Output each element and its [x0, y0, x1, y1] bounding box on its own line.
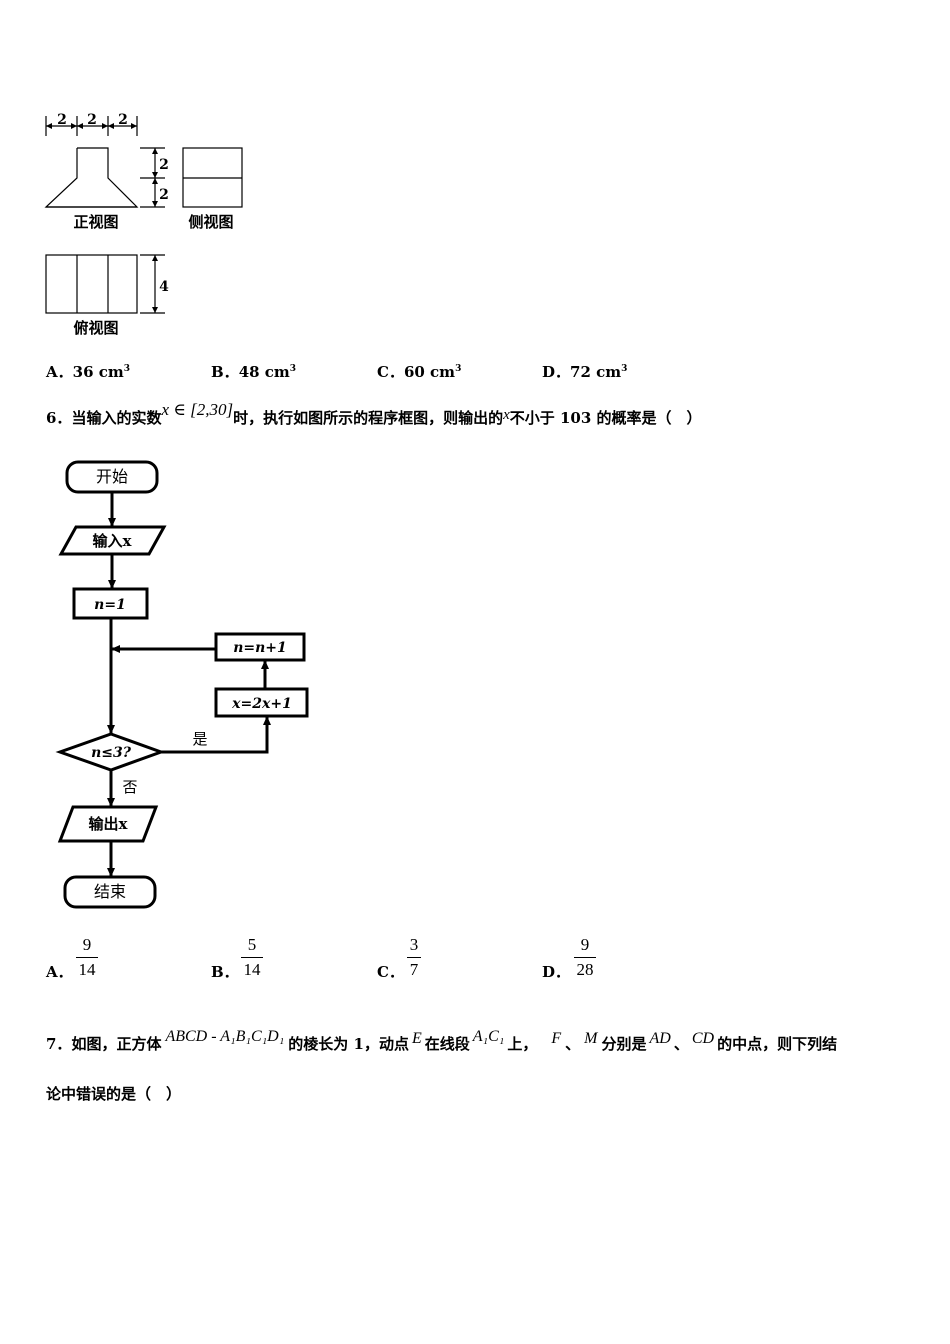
flow-output-label: 输出x	[89, 815, 129, 833]
q5-option-a: A．36 cm3	[46, 361, 130, 382]
flow-input-box	[58, 525, 167, 556]
denominator: 14	[243, 960, 261, 979]
denominator: 28	[576, 960, 594, 979]
option-value: 48 cm	[238, 363, 290, 381]
stem-text: 上，	[507, 1035, 538, 1053]
math-segment: A₁C₁	[472, 1028, 505, 1045]
flow-yes-label: 是	[192, 730, 207, 748]
dim-top-2: 2	[87, 112, 97, 128]
question-number: 6．	[46, 409, 72, 427]
q5-option-d: D．72 cm3	[542, 361, 627, 382]
numerator: 5	[247, 935, 257, 954]
q6-option-a-letter: A．	[46, 963, 73, 981]
flow-end-label: 结束	[94, 882, 126, 901]
option-value: 72 cm	[570, 363, 622, 381]
option-letter: A．	[46, 363, 73, 381]
separator: 、	[673, 1035, 689, 1053]
numerator: 9	[82, 935, 92, 954]
stem-text: 的中点，则下列结	[717, 1035, 838, 1053]
option-exponent: 3	[455, 364, 462, 374]
separator: 、	[565, 1035, 581, 1053]
math-f: F	[551, 1030, 562, 1047]
dim-top-view: 4	[159, 279, 169, 295]
option-exponent: 3	[621, 364, 628, 374]
stem-text: 时，执行如图所示的程序框图，则输出的	[233, 409, 504, 427]
flow-no-label: 否	[122, 778, 137, 796]
math-m: M	[584, 1030, 598, 1047]
flow-update-label: x=2x+1	[231, 696, 292, 712]
option-exponent: 3	[123, 364, 131, 374]
dim-front-2: 2	[159, 187, 169, 203]
top-view-label: 俯视图	[73, 319, 118, 337]
flow-init-label: n=1	[94, 597, 126, 613]
flow-end-box	[63, 875, 157, 909]
stem-text: 当输入的实数	[71, 409, 162, 427]
stem-text: 的棱长为 1，动点	[288, 1035, 409, 1053]
question-7-line2: 论中错误的是（ ）	[46, 1085, 182, 1103]
option-value: 60 cm	[403, 363, 456, 381]
option-letter: B．	[211, 363, 239, 381]
numerator: 3	[409, 935, 419, 954]
front-view-label: 正视图	[73, 213, 118, 231]
math-x-range: x ∈ [2,30]	[161, 400, 234, 419]
option-letter: D．	[542, 363, 571, 381]
dim-top-1: 2	[57, 112, 67, 128]
q6-option-c-letter: C．	[377, 963, 404, 981]
flow-cond-label: n≤3?	[91, 745, 132, 761]
denominator: 7	[409, 960, 419, 979]
stem-text: 分别是	[601, 1035, 647, 1053]
stem-text: 如图，正方体	[71, 1035, 162, 1053]
math-ad: AD	[649, 1030, 671, 1047]
side-view-label: 侧视图	[188, 213, 233, 231]
question-6-stem: 6．当输入的实数x ∈ [2,30]时，执行如图所示的程序框图，则输出的x不小于…	[46, 400, 702, 428]
denominator: 14	[78, 960, 96, 979]
q5-option-b: B．48 cm3	[211, 361, 296, 382]
option-exponent: 3	[289, 364, 297, 374]
option-letter: C．	[377, 363, 404, 381]
numerator: 9	[580, 935, 590, 954]
math-cd: CD	[691, 1030, 715, 1047]
flow-output-box	[57, 805, 159, 843]
three-view-figure: 2 2 2 2 2 正视图 侧视图 4 俯视图	[44, 112, 243, 337]
flow-start-label: 开始	[96, 467, 128, 486]
dim-top-3: 2	[118, 112, 128, 128]
flow-input-label: 输入x	[93, 532, 133, 550]
option-value: 36 cm	[72, 363, 124, 381]
math-e: E	[411, 1030, 422, 1047]
q5-option-c: C．60 cm3	[377, 361, 461, 382]
math-x: x	[503, 407, 510, 423]
flow-incr-label: n=n+1	[233, 640, 287, 656]
question-number: 7．	[46, 1035, 72, 1053]
math-cube: ABCD - A₁B₁C₁D₁	[165, 1028, 285, 1045]
dim-front-1: 2	[159, 157, 169, 173]
stem-text: 不小于 103 的概率是（ ）	[509, 409, 702, 427]
flow-incr-box	[214, 632, 306, 662]
q6-option-b-letter: B．	[211, 963, 239, 981]
q6-option-d-letter: D．	[542, 963, 571, 981]
flowchart: 开始 输入x n=1 n=n+1 x=2x+1 n≤3? 是 否 输出x 结束	[55, 460, 309, 909]
flow-update-box	[214, 687, 309, 718]
stem-text: 在线段	[424, 1035, 470, 1053]
